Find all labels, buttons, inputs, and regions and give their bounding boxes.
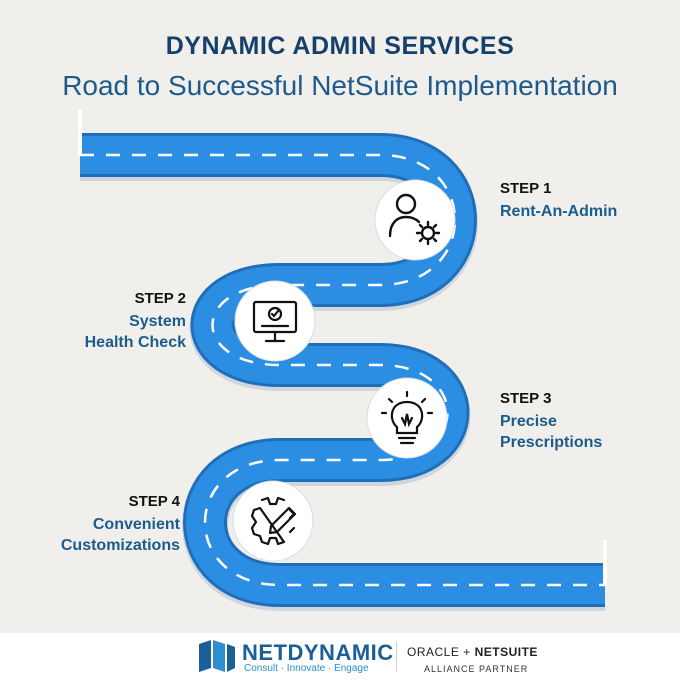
plus-sign: +	[463, 645, 471, 659]
lightbulb-icon	[380, 390, 434, 445]
step-2-label: STEP 2 System Health Check	[80, 290, 186, 353]
footer-bar	[0, 633, 680, 680]
step-1-number: STEP 1	[500, 180, 552, 197]
footer-divider	[396, 642, 397, 672]
netdynamic-brand-name: NETDYNAMIC	[242, 640, 394, 665]
step-2-badge	[234, 280, 316, 362]
netdynamic-logo-icon	[199, 640, 235, 672]
step-4-badge	[232, 480, 314, 562]
step-2-number: STEP 2	[134, 290, 186, 307]
netdynamic-tagline: Consult · Innovate · Engage	[244, 663, 369, 674]
step-2-name: System Health Check	[84, 313, 186, 351]
step-4-label: STEP 4 Convenient Customizations	[60, 493, 180, 556]
gear-pencil-icon	[250, 496, 297, 546]
step-1-badge	[374, 179, 456, 261]
step-3-badge	[366, 377, 448, 459]
page-subtitle: Road to Successful NetSuite Implementati…	[62, 70, 618, 101]
step-1-label: STEP 1 Rent-An-Admin	[500, 180, 617, 222]
oracle-text: ORACLE	[407, 645, 460, 659]
step-4-number: STEP 4	[128, 493, 180, 510]
road-end-cap	[603, 540, 607, 586]
step-1-name: Rent-An-Admin	[500, 203, 618, 220]
page-title: DYNAMIC ADMIN SERVICES	[165, 32, 515, 60]
step-4-name: Convenient Customizations	[60, 516, 180, 554]
step-3-number: STEP 3	[500, 390, 552, 407]
road-lane-markings	[80, 153, 605, 587]
step-3-label: STEP 3 Precise Prescriptions	[500, 390, 630, 453]
netsuite-text: NETSUITE	[474, 645, 538, 659]
monitor-check-icon	[252, 300, 298, 343]
road-start-cap	[78, 110, 82, 156]
alliance-partner-label: ALLIANCE PARTNER	[424, 664, 529, 674]
person-gear-icon	[388, 193, 441, 246]
step-3-name: Precise Prescriptions	[500, 413, 603, 451]
oracle-netsuite-partner-logo: ORACLE + NETSUITE	[407, 645, 538, 659]
